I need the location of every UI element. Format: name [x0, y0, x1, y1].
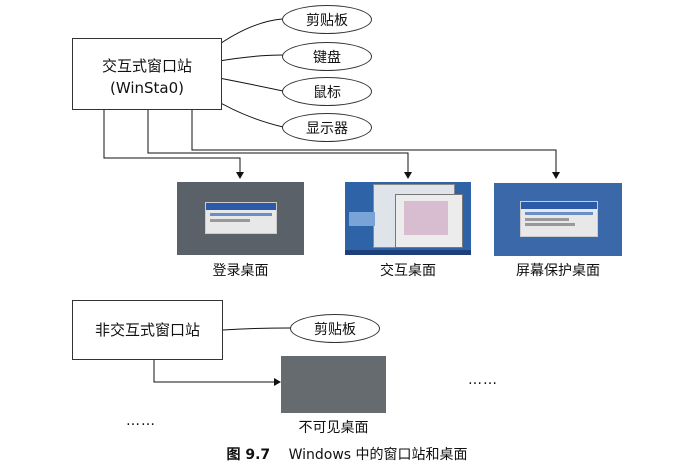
invisible-desktop-thumbnail [281, 356, 386, 413]
figure-caption: 图 9.7 Windows 中的窗口站和桌面 [0, 444, 694, 464]
invisible-desktop-label: 不可见桌面 [298, 420, 369, 436]
login-dialog [205, 202, 277, 234]
link-keyboard [218, 54, 284, 62]
link-invisible-desktop [153, 360, 281, 386]
interactive-desktop-thumbnail [345, 182, 471, 255]
interactive-window-station: 交互式窗口站 (WinSta0) [72, 38, 222, 110]
ellipsis-right: …… [468, 372, 498, 388]
screensaver-desktop-thumbnail [494, 183, 622, 256]
link-ni-clipboard [222, 327, 291, 331]
figure-number: 图 9.7 [226, 447, 271, 463]
noninteractive-station-name: 非交互式窗口站 [94, 321, 200, 339]
interactive-desktop-label: 交互桌面 [380, 263, 436, 279]
link-screensaver-desktop [191, 110, 560, 179]
figure-title: Windows 中的窗口站和桌面 [288, 447, 468, 463]
screensaver-dialog [520, 201, 598, 237]
station-id: (WinSta0) [109, 79, 185, 97]
link-display [211, 97, 284, 128]
keyboard-node: 键盘 [282, 42, 372, 71]
ellipsis-left: …… [126, 413, 156, 429]
login-desktop-label: 登录桌面 [212, 263, 269, 279]
ni-clipboard-node: 剪贴板 [290, 314, 380, 343]
link-mouse [218, 77, 284, 92]
screensaver-desktop-label: 屏幕保护桌面 [516, 263, 600, 279]
noninteractive-window-station: 非交互式窗口站 [72, 300, 223, 360]
login-desktop-thumbnail [177, 182, 304, 255]
link-clipboard [213, 18, 283, 49]
link-interactive-desktop [147, 110, 412, 179]
clipboard-node: 剪贴板 [282, 5, 372, 34]
link-login-desktop [103, 110, 244, 179]
station-name: 交互式窗口站 [101, 57, 192, 75]
display-node: 显示器 [282, 113, 372, 142]
mouse-node: 鼠标 [282, 77, 372, 106]
